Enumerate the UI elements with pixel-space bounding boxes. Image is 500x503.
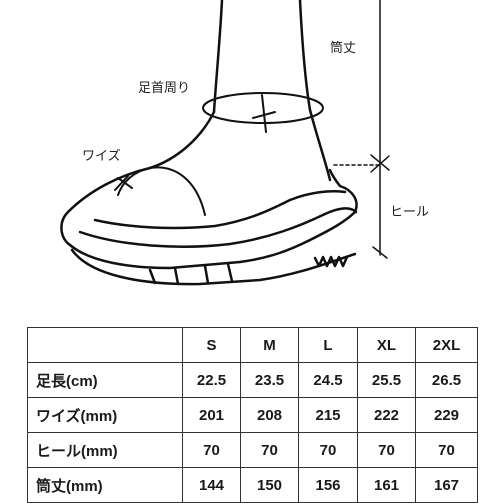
width-label: ワイズ [82,148,121,164]
table-row: ワイズ(mm) 201 208 215 222 229 [27,397,478,433]
width-marker [114,175,133,191]
table-cell: 201 [182,397,241,433]
heel-label: ヒール [390,205,429,220]
header-cell-l: L [298,327,358,363]
ankle-marker [252,94,276,133]
boot-outline [60,166,358,286]
table-cell: 70 [415,432,478,468]
size-table: S M L XL 2XL 足長(cm) 22.5 23.5 24.5 25.5 … [27,327,478,503]
table-cell: 24.5 [298,362,358,398]
header-cell-m: M [240,327,299,363]
table-cell: 70 [298,432,358,468]
table-cell: 208 [240,397,299,433]
ankle-circumference-ellipse [202,92,324,124]
table-cell: 222 [357,397,416,433]
table-cell: 229 [415,397,478,433]
table-cell: 22.5 [182,362,241,398]
row-label-heel: ヒール(mm) [27,432,183,468]
dimension-lines [333,0,390,259]
table-row: 足長(cm) 22.5 23.5 24.5 25.5 26.5 [27,362,478,398]
leg-outline [148,0,332,182]
boot-measurement-illustration: 筒丈 足首周り ワイズ ヒール [60,0,429,286]
table-cell: 167 [415,467,478,503]
table-cell: 70 [182,432,241,468]
row-label-foot-length: 足長(cm) [27,362,183,398]
row-label-width: ワイズ(mm) [27,397,183,433]
table-cell: 150 [240,467,299,503]
table-row: 筒丈(mm) 144 150 156 161 167 [27,467,478,503]
table-cell: 156 [298,467,358,503]
table-cell: 25.5 [357,362,416,398]
header-cell-xl: XL [357,327,416,363]
header-cell-2xl: 2XL [415,327,478,363]
row-label-shaft: 筒丈(mm) [27,467,183,503]
width-arc [117,166,206,216]
table-cell: 70 [357,432,416,468]
ankle-label: 足首周り [138,81,190,96]
table-cell: 215 [298,397,358,433]
table-cell: 161 [357,467,416,503]
table-row: ヒール(mm) 70 70 70 70 70 [27,432,478,468]
header-cell-empty [27,327,183,363]
shaft-label: 筒丈 [330,40,356,56]
table-cell: 23.5 [240,362,299,398]
table-cell: 26.5 [415,362,478,398]
table-cell: 144 [182,467,241,503]
header-cell-s: S [182,327,241,363]
table-header-row: S M L XL 2XL [27,327,478,363]
table-cell: 70 [240,432,299,468]
